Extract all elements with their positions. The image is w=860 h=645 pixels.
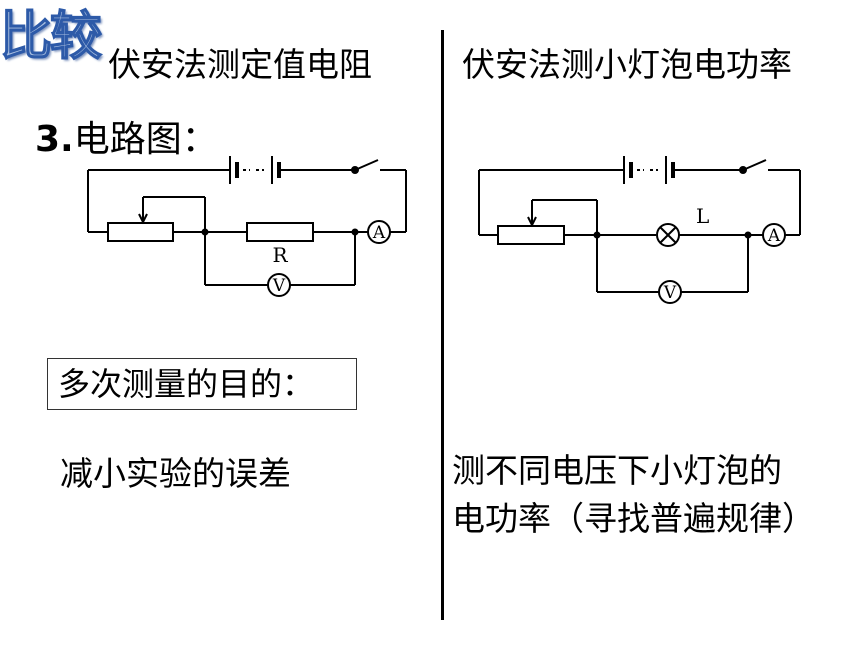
ammeter-label: A [372,223,386,243]
right-circuit-diagram: L A V [478,156,801,304]
rheostat [497,225,565,245]
rheostat [107,222,174,242]
left-circuit-diagram: R A V [87,156,407,297]
right-purpose-line-1: 测不同电压下小灯泡的 [452,451,782,490]
voltmeter-label: V [272,276,286,296]
right-purpose-line-2: 电功率（寻找普遍规律） [452,499,815,538]
resistor-r [246,222,314,242]
circuit-diagram-label: 3.电路图： [35,110,218,162]
right-column-heading: 伏安法测小灯泡电功率 [462,45,792,84]
right-purpose-text: 测不同电压下小灯泡的 电功率（寻找普遍规律） [452,447,815,543]
switch-blade [354,159,379,171]
ammeter [367,220,391,244]
resistor-label: R [272,243,288,267]
voltmeter-label: V [663,283,677,303]
purpose-label-box: 多次测量的目的： [47,358,357,410]
lamp-label: L [696,204,709,228]
left-column-heading: 伏安法测定值电阻 [108,45,372,84]
column-divider [441,30,444,620]
slide-title: 比较 [0,6,103,68]
circuit-label-text: 电路图： [73,119,218,160]
left-purpose-text: 减小实验的误差 [60,454,291,493]
ammeter-label: A [767,226,781,246]
item-number: 3. [35,119,74,160]
